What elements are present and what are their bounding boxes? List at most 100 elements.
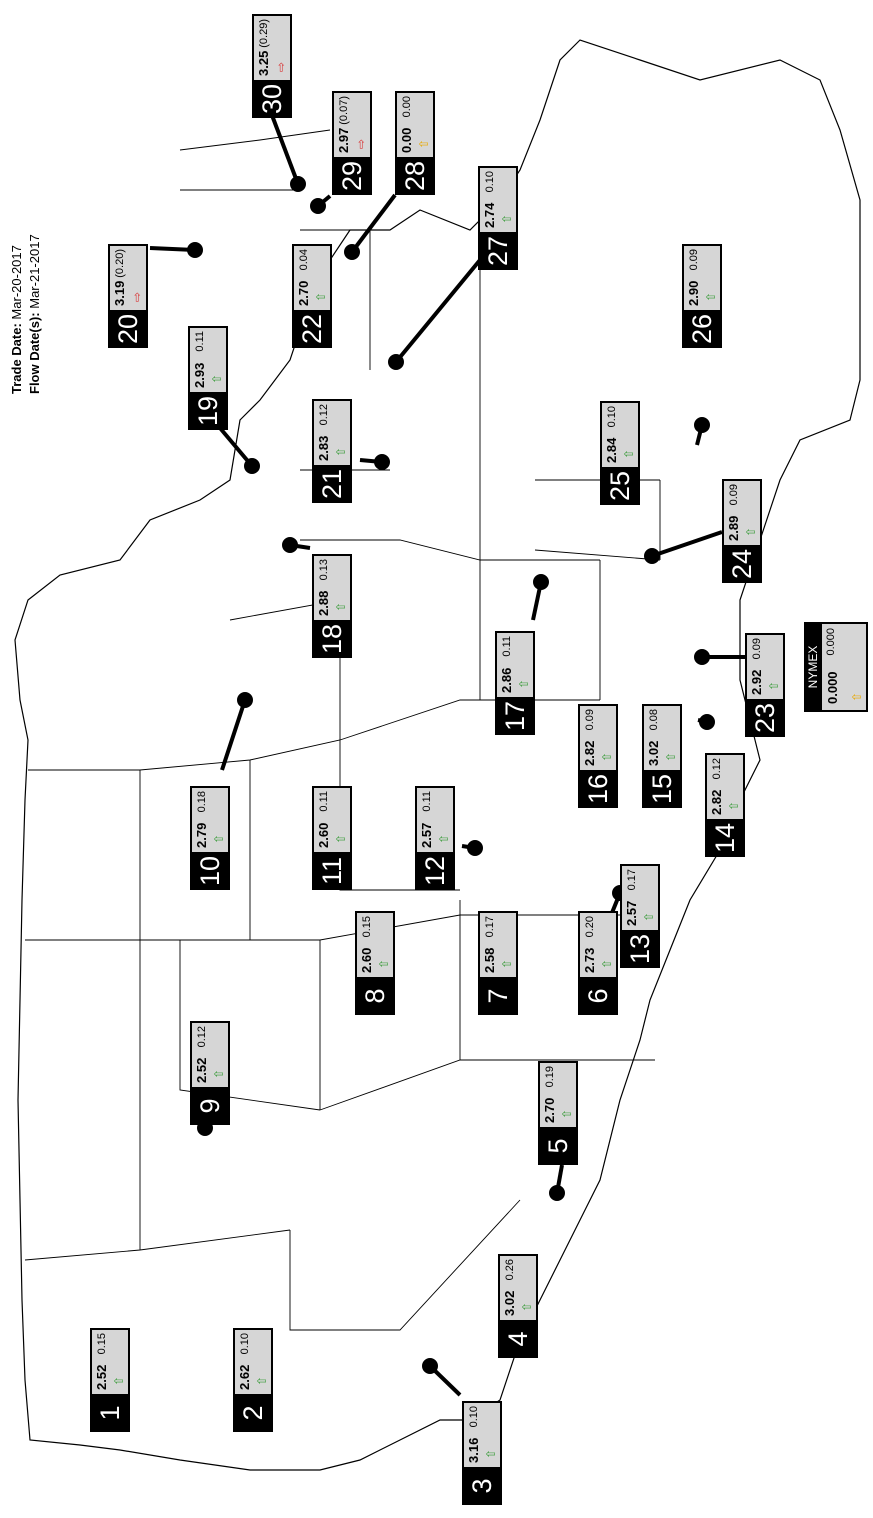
- region-price: 2.88: [316, 590, 331, 616]
- up-arrow-icon: ⇧: [642, 911, 656, 922]
- up-arrow-icon: ⇧: [520, 1301, 534, 1312]
- nymex-box: NYMEX 0.000 0.000 ⇧: [804, 622, 868, 712]
- nymex-price: 0.000: [825, 671, 840, 704]
- region-number: 3: [462, 1467, 502, 1505]
- region-badge-22: 22 2.70 0.04 ⇧: [292, 244, 332, 348]
- region-change: (0.29): [258, 19, 270, 48]
- region-number: 12: [415, 852, 455, 890]
- region-number: 30: [252, 80, 292, 118]
- region-price: 2.86: [499, 667, 514, 693]
- flow-date-label: Flow Date(s):: [27, 312, 42, 394]
- right-arrow-icon: ⇨: [130, 291, 144, 302]
- up-arrow-icon: ⇧: [517, 678, 531, 689]
- region-price: 2.89: [726, 515, 741, 541]
- up-arrow-icon: ⇧: [334, 833, 348, 844]
- up-arrow-icon: ⇧: [210, 373, 224, 384]
- region-number: 16: [578, 770, 618, 808]
- region-change: 0.17: [484, 916, 496, 938]
- up-arrow-icon: ⇧: [314, 291, 328, 302]
- up-arrow-icon: ⇧: [377, 958, 391, 969]
- region-number: 15: [642, 770, 682, 808]
- nymex-values: 0.000 0.000 ⇧: [822, 622, 868, 712]
- region-price: 3.02: [646, 740, 661, 766]
- region-price: 2.79: [194, 822, 209, 848]
- up-arrow-icon: ⇧: [850, 691, 864, 702]
- region-values: 3.16 0.10 ⇧: [462, 1401, 502, 1467]
- region-price: 2.82: [709, 789, 724, 815]
- region-change: 0.09: [751, 638, 763, 660]
- region-number: 20: [108, 310, 148, 348]
- region-change: 0.10: [468, 1406, 480, 1428]
- region-price: 2.58: [482, 947, 497, 973]
- up-arrow-icon: ⇧: [212, 1068, 226, 1079]
- region-change: 0.09: [584, 709, 596, 731]
- region-change: 0.11: [501, 636, 513, 657]
- up-arrow-icon: ⇧: [417, 138, 431, 149]
- region-change: 0.04: [298, 249, 310, 271]
- nymex-change: 0.000: [825, 628, 837, 656]
- region-price: 2.52: [94, 1364, 109, 1390]
- region-values: 2.70 0.04 ⇧: [292, 244, 332, 310]
- region-number: 4: [498, 1320, 538, 1358]
- region-number: 1: [90, 1394, 130, 1432]
- up-arrow-icon: ⇧: [560, 1108, 574, 1119]
- up-arrow-icon: ⇧: [112, 1375, 126, 1386]
- region-change: (0.20): [114, 249, 126, 278]
- up-arrow-icon: ⇧: [334, 446, 348, 457]
- region-values: 3.19(0.20)⇨: [108, 244, 148, 310]
- up-arrow-icon: ⇧: [334, 601, 348, 612]
- region-price: 2.84: [604, 437, 619, 463]
- region-number: 11: [312, 852, 352, 890]
- region-change: 0.09: [688, 249, 700, 271]
- region-badge-17: 17 2.86 0.11 ⇧: [495, 631, 535, 735]
- region-change: 0.00: [401, 96, 413, 118]
- region-change: 0.12: [196, 1026, 208, 1048]
- region-price: 3.16: [466, 1437, 481, 1463]
- region-number: 28: [395, 157, 435, 195]
- region-price: 2.52: [194, 1057, 209, 1083]
- region-price: 3.25: [256, 50, 271, 76]
- region-values: 2.97(0.07)⇨: [332, 91, 372, 157]
- region-number: 22: [292, 310, 332, 348]
- up-arrow-icon: ⇧: [484, 1448, 498, 1459]
- region-price: 3.02: [502, 1290, 517, 1316]
- trade-info: Trade Date: Mar-20-2017 Flow Date(s): Ma…: [8, 234, 44, 394]
- region-price: 0.00: [399, 127, 414, 153]
- region-price: 2.74: [482, 202, 497, 228]
- region-change: 0.15: [361, 916, 373, 938]
- region-change: (0.07): [338, 96, 350, 125]
- region-price: 2.93: [192, 362, 207, 388]
- region-price: 2.70: [296, 280, 311, 306]
- region-number: 7: [478, 977, 518, 1015]
- region-price: 2.90: [686, 280, 701, 306]
- region-change: 0.20: [584, 916, 596, 938]
- region-change: 0.12: [318, 404, 330, 426]
- region-number: 17: [495, 697, 535, 735]
- region-number: 10: [190, 852, 230, 890]
- region-number: 27: [478, 232, 518, 270]
